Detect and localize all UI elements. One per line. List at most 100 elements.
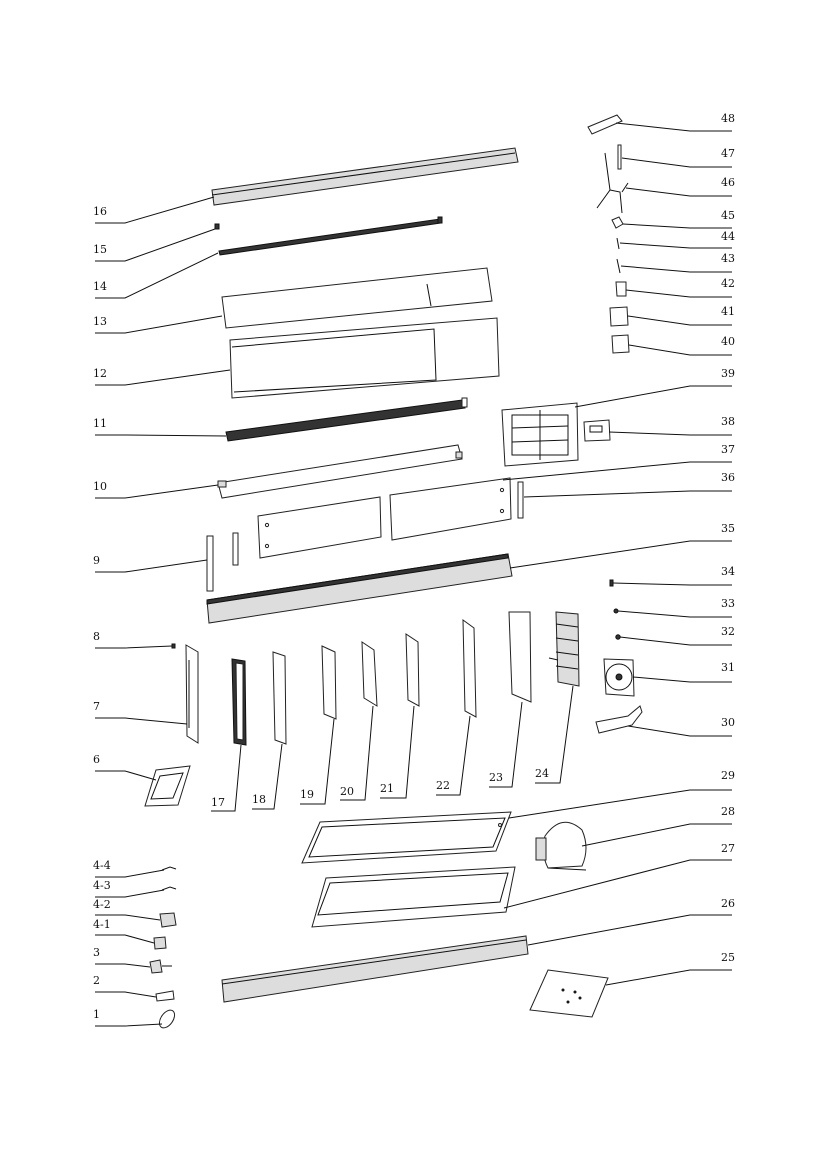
label-13: 13	[93, 315, 107, 328]
leaders-right	[502, 122, 732, 986]
part-39-control-box	[501, 402, 579, 467]
label-43: 43	[721, 252, 735, 265]
labels-bottom: 17 18 19 20 21 22 23 24	[211, 767, 549, 809]
label-10: 10	[93, 480, 107, 493]
part-46-hanger	[596, 152, 629, 214]
label-28: 28	[721, 805, 735, 818]
label-45: 45	[721, 209, 735, 222]
label-47: 47	[721, 147, 735, 160]
part-21-side-panel	[405, 633, 420, 707]
labels-right: 48 47 46 45 44 43 42 41 40 39 38 37 36 3…	[721, 112, 735, 964]
label-48: 48	[721, 112, 735, 125]
part-44-pin	[616, 237, 620, 250]
label-24: 24	[535, 767, 549, 780]
label-6: 6	[93, 753, 100, 766]
part-4-2-switch	[159, 912, 177, 928]
label-36: 36	[721, 471, 735, 484]
part-25-base-plate	[529, 969, 609, 1018]
label-14: 14	[93, 280, 107, 293]
part-41-relay	[609, 306, 629, 327]
label-21: 21	[380, 782, 394, 795]
part-38-display	[583, 419, 611, 442]
label-4-2: 4-2	[93, 898, 111, 911]
label-39: 39	[721, 367, 735, 380]
part-23-cover	[508, 611, 532, 703]
label-32: 32	[721, 625, 735, 638]
part-4-1-switch	[153, 936, 167, 950]
part-16-top-rail	[211, 147, 519, 206]
label-20: 20	[340, 785, 354, 798]
label-3: 3	[93, 946, 100, 959]
part-35-base-rail	[206, 553, 513, 624]
part-36-hinge-plate	[517, 481, 524, 519]
label-37: 37	[721, 443, 735, 456]
label-42: 42	[721, 277, 735, 290]
part-9-side-bars	[206, 532, 239, 592]
label-15: 15	[93, 243, 107, 256]
part-33-screw	[613, 608, 619, 614]
label-4-3: 4-3	[93, 879, 111, 892]
label-31: 31	[721, 661, 735, 674]
label-38: 38	[721, 415, 735, 428]
part-30-bracket	[595, 705, 643, 734]
part-27-drawer-base	[311, 866, 516, 928]
part-11-heater-bar	[225, 397, 468, 442]
label-29: 29	[721, 769, 735, 782]
part-8-screw	[171, 643, 176, 649]
part-14-rod	[218, 216, 443, 256]
part-24-evaporator	[548, 611, 580, 687]
part-7-door-frame	[185, 644, 199, 744]
label-33: 33	[721, 597, 735, 610]
part-32-screw	[615, 634, 621, 640]
part-28-compressor	[535, 821, 587, 871]
label-46: 46	[721, 176, 735, 189]
part-26-front-rail	[221, 935, 529, 1003]
label-8: 8	[93, 630, 100, 643]
part-29-glass-lid	[301, 811, 512, 864]
part-43-pin	[616, 258, 621, 274]
label-4-1: 4-1	[93, 918, 111, 931]
part-47-rod	[617, 144, 622, 170]
label-11: 11	[93, 417, 107, 430]
label-1: 1	[93, 1008, 100, 1021]
label-34: 34	[721, 565, 735, 578]
label-9: 9	[93, 554, 100, 567]
label-12: 12	[93, 367, 107, 380]
label-35: 35	[721, 522, 735, 535]
labels-left: 16 15 14 13 12 11 10 9 8 7 6 4-4 4-3 4-2…	[93, 205, 111, 1021]
part-20-side-panel	[361, 641, 378, 707]
part-45-nut	[611, 216, 624, 229]
label-25: 25	[721, 951, 735, 964]
part-13-panel	[221, 267, 493, 329]
label-30: 30	[721, 716, 735, 729]
label-2: 2	[93, 974, 100, 987]
part-31-fan	[603, 658, 635, 697]
part-2-bracket	[155, 990, 175, 1002]
leaders-left	[95, 196, 231, 1027]
part-6-tray	[144, 765, 191, 807]
part-48-top-cap	[587, 114, 623, 135]
part-40-relay	[611, 334, 630, 354]
label-19: 19	[300, 788, 314, 801]
part-3-lamp-holder	[149, 959, 172, 974]
part-1-bulb	[158, 1009, 176, 1029]
part-15-clip	[214, 223, 220, 230]
label-27: 27	[721, 842, 735, 855]
label-23: 23	[489, 771, 503, 784]
part-4-3-wire	[161, 886, 177, 891]
label-41: 41	[721, 305, 735, 318]
label-40: 40	[721, 335, 735, 348]
label-16: 16	[93, 205, 107, 218]
part-18-gasket	[272, 651, 287, 745]
part-37-back-panels	[257, 477, 512, 559]
part-34-pin	[609, 579, 614, 587]
label-44: 44	[721, 230, 735, 243]
part-42-block	[615, 281, 627, 297]
part-19-side-panel	[321, 645, 337, 720]
label-22: 22	[436, 779, 450, 792]
leaders-bottom	[211, 685, 574, 812]
part-10-bracket	[217, 444, 463, 499]
label-4-4: 4-4	[93, 859, 111, 872]
